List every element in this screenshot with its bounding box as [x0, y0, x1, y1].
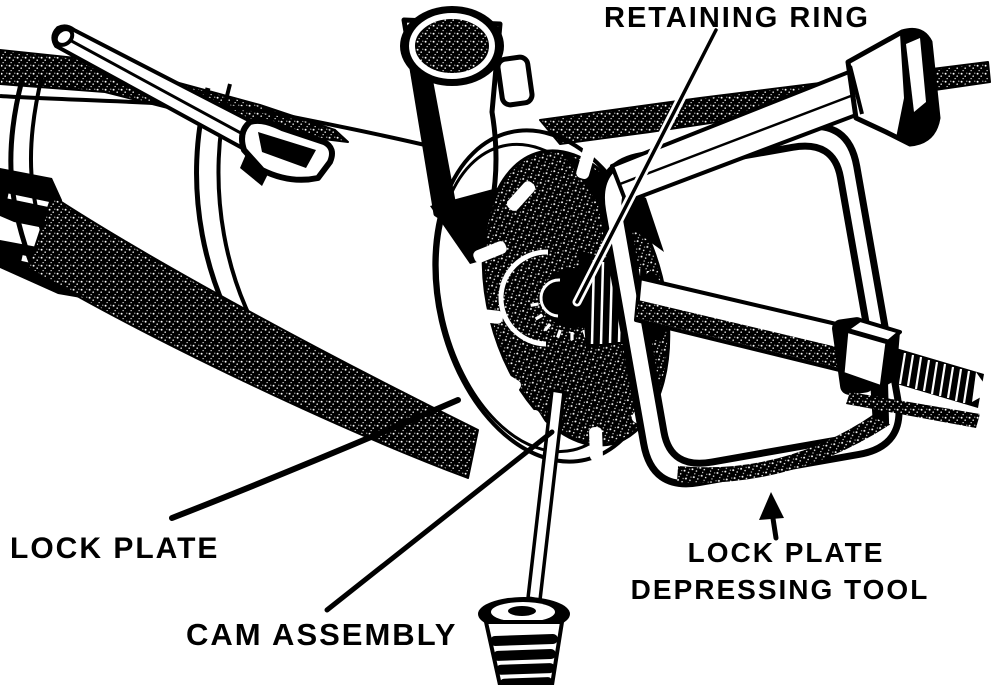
label-lock-plate: LOCK PLATE	[10, 532, 219, 565]
spline-tooth	[530, 302, 539, 307]
lock-plate-slot	[473, 241, 507, 263]
retaining-ring-arc	[498, 249, 549, 347]
shaft-under-shading	[636, 300, 858, 372]
lock-plate-slot	[506, 181, 536, 211]
housing-face-bore	[409, 13, 495, 79]
spline-tooth	[534, 313, 544, 321]
housing-tab	[495, 54, 535, 108]
housing-left-shade	[408, 60, 458, 214]
label-retaining-ring: RETAINING RING	[604, 2, 870, 34]
handle-rib	[493, 649, 556, 661]
spline-tooth	[556, 329, 562, 339]
column-bottom-shading-band	[27, 195, 479, 479]
turn-signal-lever	[51, 24, 335, 186]
lock-plate-slot	[576, 145, 596, 179]
handle-ribs	[490, 633, 558, 685]
column-top-contour	[0, 94, 451, 153]
handle-cap-centre	[508, 606, 536, 616]
lock-plate-slot	[489, 367, 521, 393]
hub-inner-arc	[539, 278, 561, 318]
spline-tooth	[570, 332, 574, 340]
tool-frame-bottom-shading	[676, 412, 891, 483]
handle-rib	[490, 633, 558, 647]
lock-plate-slot	[589, 426, 603, 462]
lock-plate-slot	[468, 308, 504, 324]
lock-plate-leader	[169, 397, 461, 521]
tool-handle-rod	[610, 27, 941, 204]
callout-leaders	[169, 25, 784, 613]
threaded-rod	[890, 348, 984, 408]
handle-rib	[500, 677, 552, 685]
flared-grip-highlight	[906, 38, 926, 112]
rod-threads	[898, 352, 971, 404]
rod-shadow	[846, 392, 980, 428]
tool-arrow-head	[759, 492, 784, 520]
column-clamp-ring-left	[8, 79, 35, 266]
label-cam-assembly: CAM ASSEMBLY	[186, 617, 457, 652]
cam-assembly-leader	[324, 429, 555, 613]
rod-tip-notch	[972, 372, 990, 402]
lever-bracket-shadow	[240, 154, 268, 186]
handle-rib	[496, 663, 555, 675]
label-depressing-tool-line2: DEPRESSING TOOL	[631, 574, 930, 605]
retaining-ring-leader	[575, 28, 718, 304]
grip-neck-line	[848, 65, 864, 115]
handle-rod-ridge	[619, 92, 857, 186]
lever-bracket-pad	[258, 132, 316, 168]
label-depressing-tool-line1: LOCK PLATE	[688, 537, 885, 568]
tool-centre-bolt	[832, 317, 990, 428]
callout-labels: RETAINING RING LOCK PLATE CAM ASSEMBLY L…	[10, 2, 930, 652]
lever-tip	[53, 27, 75, 47]
lever-rod-ridge	[65, 36, 251, 140]
spline-tooth	[543, 323, 552, 332]
screwdriver	[478, 388, 570, 685]
